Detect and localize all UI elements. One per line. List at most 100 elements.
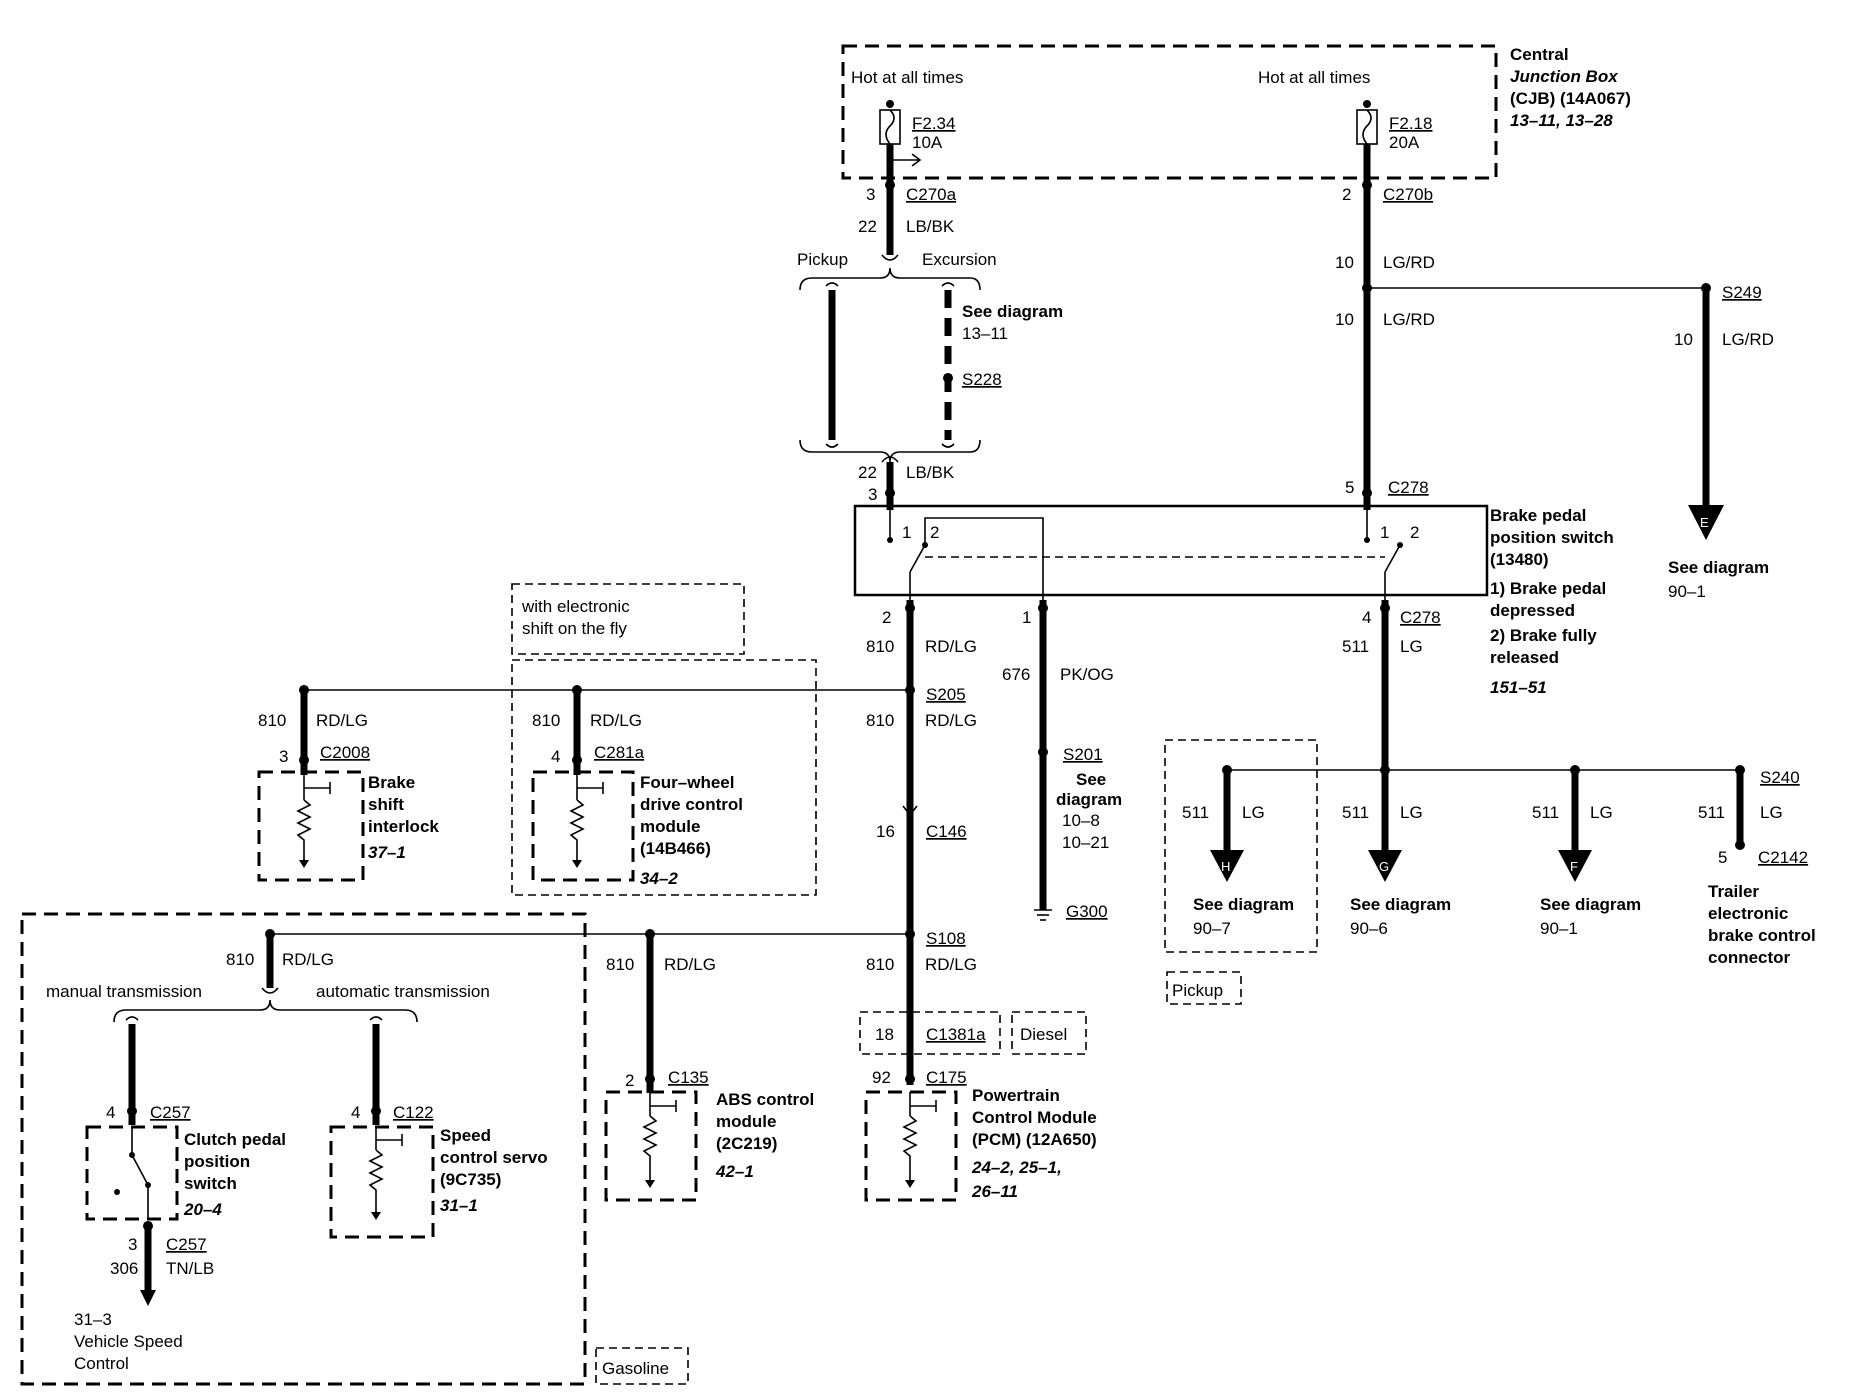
connector-c270a: C270a <box>906 185 957 204</box>
resistor-icon <box>569 775 604 868</box>
pickup-dashed-box <box>1164 739 1318 953</box>
fuse1-amp: 10A <box>912 133 943 152</box>
cjb-title-2: Junction Box <box>1510 67 1619 86</box>
sw-left-1: 1 <box>902 523 911 542</box>
vsc-ref: 31–3 <box>74 1310 112 1329</box>
excursion-label: Excursion <box>922 250 997 269</box>
cpp-label-3: switch <box>184 1174 237 1193</box>
bsi-connector: C2008 <box>320 743 370 762</box>
vsc-label-1: Vehicle Speed <box>74 1332 183 1351</box>
fw-pin: 4 <box>551 747 560 766</box>
s201-see: See <box>1076 770 1106 789</box>
pin-c270a: 3 <box>866 185 875 204</box>
connector-c278-bottom: C278 <box>1400 608 1441 627</box>
gauge-lgrd-2: 10 <box>1335 310 1354 329</box>
s240-branch: Pickup H 511 LG See diagram 90–7 G 511 L… <box>1164 739 1816 1005</box>
arrow-h-icon <box>1210 850 1244 882</box>
color-rdlg-top: RD/LG <box>925 637 977 656</box>
pcm-label-2: Control Module <box>972 1108 1097 1127</box>
pin-c270b: 2 <box>1342 185 1351 204</box>
color-tnlb: TN/LB <box>166 1259 214 1278</box>
scs-dashed-box <box>329 1125 435 1239</box>
fw-gauge: 810 <box>532 711 560 730</box>
pin-c278-3: 3 <box>868 485 877 504</box>
fuse2-id: F2.18 <box>1389 114 1432 133</box>
central-junction-box: Hot at all times Hot at all times F2.34 … <box>841 44 1631 180</box>
bsi-gauge: 810 <box>258 711 286 730</box>
fw-label-3: module <box>640 817 700 836</box>
color-lg: LG <box>1400 637 1423 656</box>
gauge-lgrd-1: 10 <box>1335 253 1354 272</box>
sw-right-2: 2 <box>1410 523 1419 542</box>
color-lgrd-1: LG/RD <box>1383 253 1435 272</box>
pcm-dashed-box <box>864 1090 958 1202</box>
cjb-title-3: (CJB) (14A067) <box>1510 89 1631 108</box>
cpp-label-2: position <box>184 1152 250 1171</box>
scs-label-1: Speed <box>440 1126 491 1145</box>
abs-label-3: (2C219) <box>716 1134 777 1153</box>
resistor-icon <box>902 1092 937 1188</box>
abs-ref: 42–1 <box>715 1162 754 1181</box>
f-see: See diagram <box>1540 895 1641 914</box>
fuse-icon <box>879 100 922 167</box>
arrow-f-icon <box>1558 850 1592 882</box>
scs-ref: 31–1 <box>440 1196 478 1215</box>
gauge-676: 676 <box>1002 665 1030 684</box>
pcm-connector: C175 <box>926 1068 967 1087</box>
arrow-e-icon <box>1688 505 1724 540</box>
right-feed-circuit: 2 C270b 10 LG/RD 10 LG/RD S249 10 LG/RD … <box>1335 144 1774 601</box>
pin-2: 2 <box>882 608 891 627</box>
splice-s228: S228 <box>962 370 1002 389</box>
see-diagram-e-ref: 90–1 <box>1668 582 1706 601</box>
cpp-connector-2: C257 <box>166 1235 207 1254</box>
vsc-label-2: Control <box>74 1354 129 1373</box>
color-lbbk-top: LB/BK <box>906 217 955 236</box>
t-gauge: 511 <box>1698 803 1725 822</box>
t-label-2: electronic <box>1708 904 1788 923</box>
cjb-title-4: 13–11, 13–28 <box>1510 111 1613 130</box>
see-diagram-e: See diagram <box>1668 558 1769 577</box>
h-ref: 90–7 <box>1193 919 1231 938</box>
s201-ref-1: 10–8 <box>1062 811 1100 830</box>
splice-s205: S205 <box>926 685 966 704</box>
gasoline-dashed-box <box>20 912 587 1386</box>
bsi-ref: 37–1 <box>368 843 406 862</box>
abs-color: RD/LG <box>664 955 716 974</box>
pcm-label-3: (PCM) (12A650) <box>972 1130 1097 1149</box>
t-color: LG <box>1760 803 1783 822</box>
bsi-label-3: interlock <box>368 817 439 836</box>
bpps-title-2: position switch <box>1490 528 1614 547</box>
pickup-tag-box <box>1166 971 1242 1005</box>
pcm-ref-2: 26–11 <box>971 1182 1018 1201</box>
sw-left-2: 2 <box>930 523 939 542</box>
fuse1-id: F2.34 <box>912 114 955 133</box>
abs-connector: C135 <box>668 1068 709 1087</box>
auto-trans-label: automatic transmission <box>316 982 490 1001</box>
output-circuits: 2 810 RD/LG 1 676 PK/OG S201 See diagram… <box>511 583 1441 1085</box>
diesel-label: Diesel <box>1020 1025 1067 1044</box>
bsi-dashed-box <box>257 770 365 882</box>
scs-label-2: control servo <box>440 1148 548 1167</box>
fuse-icon <box>1356 100 1378 145</box>
gauge-306: 306 <box>110 1259 138 1278</box>
fw-dashed-box <box>531 770 635 882</box>
abs-gauge: 810 <box>606 955 634 974</box>
pcm-ref-1: 24–2, 25–1, <box>971 1158 1062 1177</box>
efs-note-box <box>511 583 745 655</box>
pin-c278-5: 5 <box>1345 478 1354 497</box>
brake-pedal-position-switch: 1 2 1 2 Brake pedal position switch (134… <box>853 504 1614 697</box>
bpps-title-3: (13480) <box>1490 550 1549 569</box>
c1381a-pin: 18 <box>875 1025 894 1044</box>
pickup-tag: Pickup <box>1172 981 1223 1000</box>
splice-s240: S240 <box>1760 768 1800 787</box>
scs-pin: 4 <box>351 1103 360 1122</box>
gasoline-tag-box <box>595 1347 689 1385</box>
color-lgrd-2: LG/RD <box>1383 310 1435 329</box>
c146-pin: 16 <box>876 822 895 841</box>
bpps-note-1b: depressed <box>1490 601 1575 620</box>
fw-label-2: drive control <box>640 795 743 814</box>
arrow-g-letter: G <box>1379 859 1389 874</box>
arrow-down-icon <box>140 1290 156 1306</box>
fw-connector: C281a <box>594 743 645 762</box>
bpps-note-2: 2) Brake fully <box>1490 626 1597 645</box>
